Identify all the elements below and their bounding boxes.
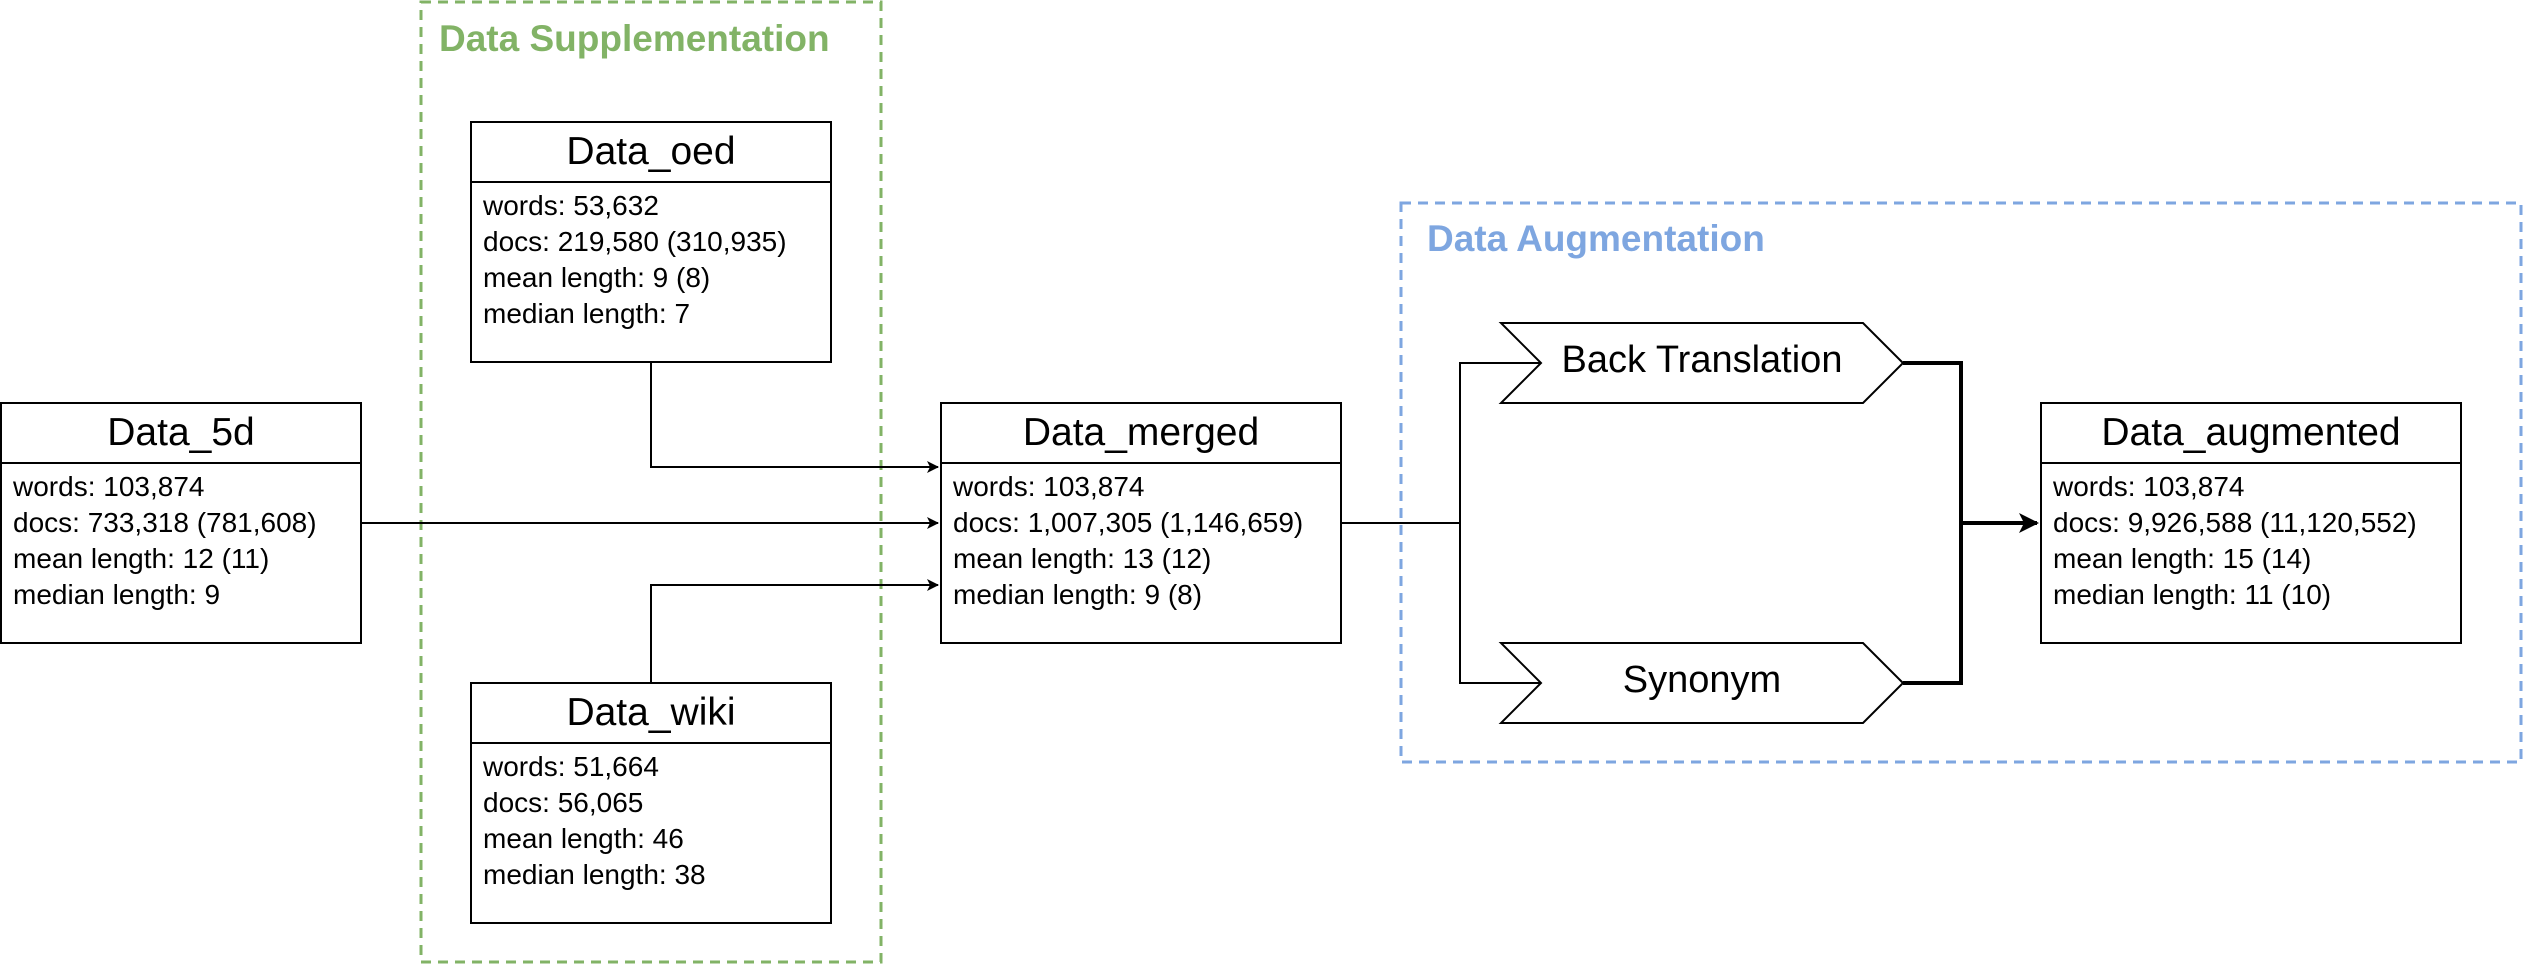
dataset-node-data-augmented: Data_augmented words: 103,874 docs: 9,92… xyxy=(2040,402,2462,644)
stat-docs: docs: 1,007,305 (1,146,659) xyxy=(953,507,1304,538)
node-title: Data_oed xyxy=(472,123,830,183)
stat-mean-length: mean length: 9 (8) xyxy=(483,262,711,293)
node-title: Data_5d xyxy=(2,404,360,464)
node-stats: words: 103,874 docs: 1,007,305 (1,146,65… xyxy=(942,464,1340,613)
stat-mean-length: mean length: 15 (14) xyxy=(2053,543,2312,574)
node-title: Data_augmented xyxy=(2042,404,2460,464)
stat-docs: docs: 9,926,588 (11,120,552) xyxy=(2053,507,2417,538)
dataset-node-data-wiki: Data_wiki words: 51,664 docs: 56,065 mea… xyxy=(470,682,832,924)
augmentation-group-frame xyxy=(1399,201,2523,764)
synonym-shape xyxy=(1498,642,1905,724)
dataset-node-data-5d: Data_5d words: 103,874 docs: 733,318 (78… xyxy=(0,402,362,644)
stat-median-length: median length: 11 (10) xyxy=(2053,579,2332,610)
node-stats: words: 51,664 docs: 56,065 mean length: … xyxy=(472,744,830,893)
stat-words: words: 103,874 xyxy=(2053,471,2245,502)
edge-merged-to-back-translation xyxy=(1341,362,1545,524)
node-stats: words: 53,632 docs: 219,580 (310,935) me… xyxy=(472,183,830,332)
dataset-node-data-oed: Data_oed words: 53,632 docs: 219,580 (31… xyxy=(470,121,832,363)
stat-mean-length: mean length: 12 (11) xyxy=(13,543,270,574)
synonym-label: Synonym xyxy=(1622,659,1782,701)
augmentation-group-title: Data Augmentation xyxy=(1427,218,1765,259)
stat-docs: docs: 56,065 xyxy=(483,787,644,818)
supplementation-group-title: Data Supplementation xyxy=(439,18,830,59)
node-title: Data_merged xyxy=(942,404,1340,464)
supplementation-group-frame xyxy=(419,0,883,964)
edge-merged-to-synonym xyxy=(1459,523,1545,684)
stat-median-length: median length: 9 (8) xyxy=(953,579,1203,610)
back-translation-shape xyxy=(1498,322,1905,404)
stat-words: words: 103,874 xyxy=(953,471,1145,502)
node-title: Data_wiki xyxy=(472,684,830,744)
stat-mean-length: mean length: 46 xyxy=(483,823,684,854)
edge-wiki-to-merged xyxy=(650,579,939,683)
stat-words: words: 53,632 xyxy=(483,190,659,221)
node-stats: words: 103,874 docs: 733,318 (781,608) m… xyxy=(2,464,360,613)
stat-median-length: median length: 7 xyxy=(483,298,691,329)
edge-oed-to-merged xyxy=(650,362,939,473)
stat-median-length: median length: 9 xyxy=(13,579,221,610)
stat-docs: docs: 733,318 (781,608) xyxy=(13,507,317,538)
back-translation-label: Back Translation xyxy=(1561,339,1843,381)
stat-words: words: 51,664 xyxy=(483,751,659,782)
edge-back-translation-to-augmented xyxy=(1903,361,1963,685)
stat-docs: docs: 219,580 (310,935) xyxy=(483,226,787,257)
dataset-node-data-merged: Data_merged words: 103,874 docs: 1,007,3… xyxy=(940,402,1342,644)
stat-median-length: median length: 38 xyxy=(483,859,706,890)
node-stats: words: 103,874 docs: 9,926,588 (11,120,5… xyxy=(2042,464,2460,613)
stat-mean-length: mean length: 13 (12) xyxy=(953,543,1212,574)
stat-words: words: 103,874 xyxy=(13,471,205,502)
